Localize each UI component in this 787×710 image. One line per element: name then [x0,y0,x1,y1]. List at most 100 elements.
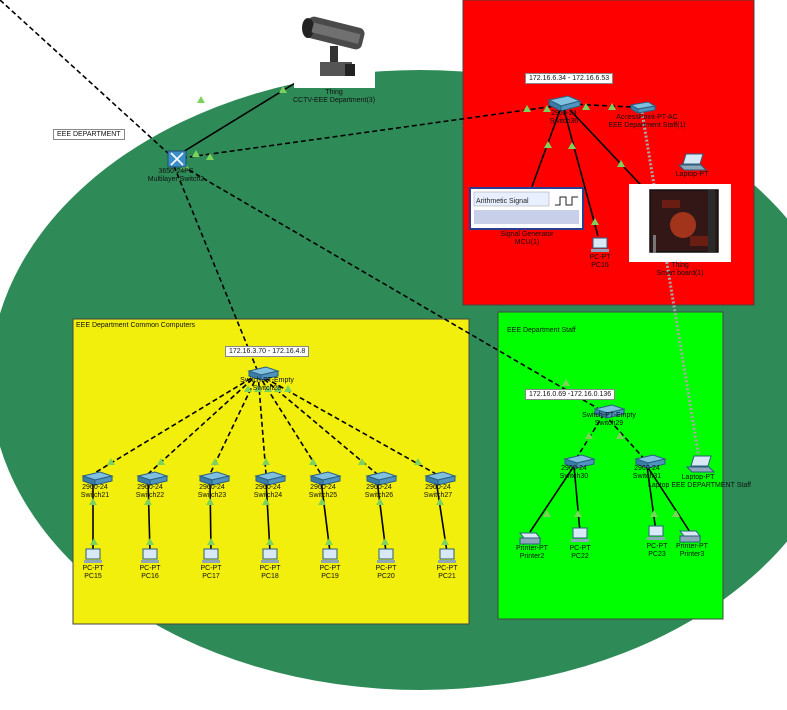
staff-switch-left-label: 2960-24 Switch30 [554,465,594,481]
signal-generator-screen-text: Arithmetic Signal [476,198,529,205]
staff-core-label: Switch-PT-Empty Switch29 [574,412,644,428]
multilayer-switch-icon[interactable] [167,150,187,168]
common-pc-label-line2: PC16 [141,573,159,580]
common-switch-label-line2: Switch27 [423,492,453,499]
staff-laptop-line1: Laptop-PT [681,474,715,481]
common-pc-label-line1: PC-PT [319,565,341,572]
common-core-switch-icon[interactable] [247,366,280,381]
laptop-red-line1: Laptop-PT [675,171,709,178]
cctv-label-line1: Thing [325,89,343,96]
common-pc-label-line2: PC15 [84,573,102,580]
common-devices [81,471,457,563]
common-switch-label-line1: 2960-24 [137,484,163,491]
cctv-label-line2: CCTV-EEE Department(3) [292,97,376,104]
staff-switch-right-icon[interactable] [634,454,667,469]
printer3-icon[interactable] [678,530,702,543]
common-switch-label-line1: 2960-24 [82,484,108,491]
staff-laptop-line2: Laptop EEE DEPARTMENT Staff [648,482,751,489]
pc-red-label: PC-PT PC16 [580,254,620,270]
link-red-siggen [529,109,561,193]
common-core-label: Switch-PT-Empty Switch28 [232,377,302,393]
eee-department-label: EEE DEPARTMENT [53,129,125,140]
printer2-line2: Printer2 [519,553,545,560]
access-point-line1: AccessPoint-PT-AC [616,114,678,121]
link-ml-redswitch [181,105,556,159]
common-pc-label-line1: PC-PT [375,565,397,572]
common-switch-label-line2: Switch24 [253,492,283,499]
staff-core-switch-icon[interactable] [593,404,626,419]
common-pc-icon[interactable] [202,548,220,563]
staff-switch-right-line2: Switch31 [632,473,662,480]
common-pc-icon[interactable] [377,548,395,563]
common-pc-icon[interactable] [141,548,159,563]
multilayer-line2: Multilayer Switch2 [147,176,205,183]
staff-core-line1: Switch-PT-Empty [582,412,636,419]
common-switch-icon[interactable] [81,471,114,486]
common-pc-icon[interactable] [261,548,279,563]
common-pc-label-line2: PC21 [438,573,456,580]
red-switch-icon[interactable] [547,95,582,112]
laptop-red-label: Laptop-PT [670,171,714,179]
wireless-link [640,111,701,459]
signal-generator-icon[interactable]: Arithmetic Signal [469,187,584,230]
ip-range-common: 172.16.3.70 - 172.16.4.8 [225,346,310,357]
pc23-icon[interactable] [647,525,665,540]
common-switch-icon[interactable] [254,471,287,486]
smart-board-icon[interactable] [629,184,731,262]
common-switch-label-line1: 2960-24 [310,484,336,491]
pc-red-icon[interactable] [591,237,609,252]
common-switch-icon[interactable] [365,471,398,486]
common-pc-icon[interactable] [321,548,339,563]
cctv-camera-icon[interactable] [294,8,375,88]
staff-laptop-label: Laptop-PT Laptop EEE DEPARTMENT Staff [648,474,751,490]
access-point-icon[interactable] [629,101,657,114]
signal-gen-line1: Signal Generator [500,231,554,238]
common-switch-label-line1: 2960-24 [255,484,281,491]
common-core-line2: Switch28 [252,385,282,392]
pc22-label: PC-PT PC22 [560,545,600,561]
printer2-line1: Printer-PT [516,545,548,552]
printer2-icon[interactable] [518,532,542,545]
laptop-red-icon[interactable] [677,153,708,171]
smartboard-line2: Smart board(1) [656,270,704,277]
common-switch-icon[interactable] [424,471,457,486]
ip-range-staff: 172.16.0.69 -172.16.0.136 [525,389,616,400]
printer3-label: Printer-PT Printer3 [670,543,714,559]
staff-laptop-icon[interactable] [685,455,716,473]
common-switch-icon[interactable] [309,471,342,486]
common-pc-label-line1: PC-PT [82,565,104,572]
printer2-label: Printer-PT Printer2 [510,545,554,561]
pc23-line2: PC23 [648,551,666,558]
pc23-line1: PC-PT [646,543,668,550]
pc23-label: PC-PT PC23 [637,543,677,559]
common-pc-label-line2: PC20 [377,573,395,580]
staff-core-line2: Switch29 [594,420,624,427]
red-switch-label: 2960-24 Switch36 [534,110,594,126]
link-status-markers [89,86,680,545]
common-pc-icon[interactable] [84,548,102,563]
staff-switch-left-line1: 2960-24 [561,465,587,472]
common-pc-icon[interactable] [438,548,456,563]
pc22-icon[interactable] [571,527,589,542]
common-zone-title: EEE Department Common Computers [76,322,196,329]
staff-zone-title: EEE Department Staff [507,327,576,334]
staff-switch-left-icon[interactable] [563,454,596,469]
common-switch-icon[interactable] [198,471,231,486]
red-switch-line1: 2960-24 [551,110,577,117]
common-switch-icon[interactable] [136,471,169,486]
common-switch-label-line1: 2960-24 [425,484,451,491]
common-switch-label-line2: Switch23 [197,492,227,499]
common-switch-label-line1: 2960-24 [199,484,225,491]
common-pc-label-line2: PC19 [321,573,339,580]
